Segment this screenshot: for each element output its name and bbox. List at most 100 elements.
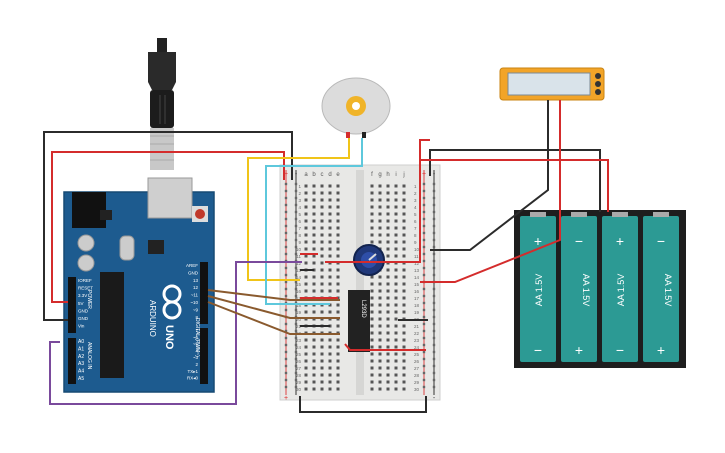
analog-pin-label: A3 (78, 361, 84, 367)
analog-pin-label: A0 (78, 339, 84, 345)
arduino-board[interactable]: ARDUINO UNO POWER ANALOG IN DIGITAL (PWM… (63, 177, 215, 393)
wire-black-gnd (43, 131, 293, 321)
potentiometer[interactable] (353, 244, 385, 276)
breadboard-row-right-6: 6 (414, 219, 417, 224)
breadboard-row-7: 7 (298, 226, 301, 231)
breadboard-row-right-11: 11 (414, 254, 419, 259)
cell-bottom-terminal: + (575, 342, 583, 358)
breadboard-row-27: 27 (296, 366, 302, 371)
cell-top-terminal: + (616, 233, 624, 249)
digital-pin-label: ~9 (193, 307, 199, 312)
analog-pin-label: A1 (78, 346, 84, 352)
breadboard-row-right-23: 23 (414, 338, 420, 343)
rail-plus-bottom-left: + (284, 395, 288, 402)
battery-cell: +−AA 1.5V (602, 212, 638, 362)
breadboard-row-24: 24 (296, 345, 302, 350)
digital-pin-label: 7 (195, 328, 198, 333)
battery-pack[interactable]: +−AA 1.5V−+AA 1.5V+−AA 1.5V−+AA 1.5V (514, 210, 686, 368)
breadboard-holes (284, 182, 436, 391)
breadboard-row-1: 1 (298, 184, 301, 189)
digital-pin-label: RX◂0 (187, 376, 199, 381)
arduino-brand: ARDUINO (148, 300, 157, 337)
breadboard-col-b: b (312, 172, 316, 178)
analog-pin-label: A2 (78, 354, 84, 360)
breadboard-row-11: 11 (296, 254, 301, 259)
cell-label: AA 1.5V (581, 274, 591, 307)
battery-cell: − + AA 1.5V (643, 212, 679, 362)
breadboard-col-d: d (328, 172, 331, 178)
usb-cable[interactable] (148, 38, 176, 170)
breadboard-row-right-13: 13 (414, 268, 420, 273)
breadboard-row-12: 12 (296, 261, 302, 266)
breadboard-row-right-9: 9 (414, 240, 417, 245)
breadboard-row-4: 4 (298, 205, 301, 210)
power-pin-label: GND (78, 308, 89, 313)
rail-minus-bottom-right: - (433, 395, 436, 402)
rail-minus-top-right: - (433, 171, 436, 178)
breadboard-row-right-19: 19 (414, 310, 420, 315)
breadboard-row-right-30: 30 (414, 387, 420, 392)
breadboard-row-right-25: 25 (414, 352, 420, 357)
breadboard-col-f: f (371, 172, 373, 178)
breadboard-row-26: 26 (296, 359, 302, 364)
breadboard-row-right-15: 15 (414, 282, 420, 287)
wire-red-5v (51, 151, 285, 303)
wire-black-meter (430, 100, 549, 251)
cell-label: AA 1.5V (663, 274, 673, 307)
breadboard-row-right-16: 16 (414, 289, 420, 294)
breadboard-row-2: 2 (298, 191, 301, 196)
wires (43, 100, 609, 413)
breadboard-row-right-10: 10 (414, 247, 420, 252)
power-pin-label: GND (78, 316, 89, 321)
atmega-chip (100, 272, 124, 378)
breadboard-row-right-26: 26 (414, 359, 420, 364)
wire-brown-11 (207, 289, 340, 301)
breadboard-row-right-27: 27 (414, 366, 420, 371)
digital-pin-label: 8 (195, 315, 198, 320)
breadboard-row-16: 16 (296, 289, 302, 294)
reset-button[interactable] (195, 209, 205, 219)
breadboard-row-10: 10 (296, 247, 302, 252)
breadboard-row-29: 29 (296, 380, 302, 385)
power-pin-label: 3.3V (78, 293, 87, 298)
digital-pin-label: ~11 (191, 293, 199, 298)
cell-label: AA 1.5V (534, 274, 544, 307)
breadboard-row-right-3: 3 (414, 198, 417, 203)
breadboard-row-19: 19 (296, 310, 302, 315)
chip-label: L293D (360, 300, 366, 318)
arduino-logo (162, 284, 182, 320)
breadboard-row-right-29: 29 (414, 380, 420, 385)
cell-top-terminal: − (657, 233, 665, 249)
breadboard-row-20: 20 (296, 317, 302, 322)
power-pin-label: RESET (78, 286, 93, 291)
cell-bottom-terminal: − (534, 342, 542, 358)
breadboard-row-9: 9 (298, 240, 301, 245)
breadboard-row-30: 30 (296, 387, 302, 392)
analog-label: ANALOG IN (86, 342, 92, 370)
breadboard-row-right-5: 5 (414, 212, 417, 217)
breadboard-row-right-14: 14 (414, 275, 420, 280)
breadboard-row-right-1: 1 (414, 184, 417, 189)
battery-cell: + − AA 1.5V (520, 212, 556, 362)
cell-top-terminal: + (534, 233, 542, 249)
wire-purple-a0 (49, 261, 302, 405)
breadboard-row-right-7: 7 (414, 226, 417, 231)
digital-pin-label: 12 (193, 285, 199, 290)
breadboard-col-g: g (378, 172, 381, 178)
multimeter[interactable] (499, 67, 605, 101)
breadboard-row-28: 28 (296, 373, 302, 378)
dc-motor[interactable] (321, 77, 391, 138)
cell-bottom-terminal: + (657, 342, 665, 358)
wire-red-meter-bat (419, 159, 609, 212)
motor-driver-chip: L293D (348, 290, 370, 352)
breadboard-row-23: 23 (296, 338, 302, 343)
wire-cyan-motor (265, 138, 363, 305)
breadboard-row-5: 5 (298, 212, 301, 217)
breadboard-row-3: 3 (298, 198, 301, 203)
rail-plus-top-left: + (284, 171, 288, 178)
power-pin-label: Vin (78, 324, 85, 329)
